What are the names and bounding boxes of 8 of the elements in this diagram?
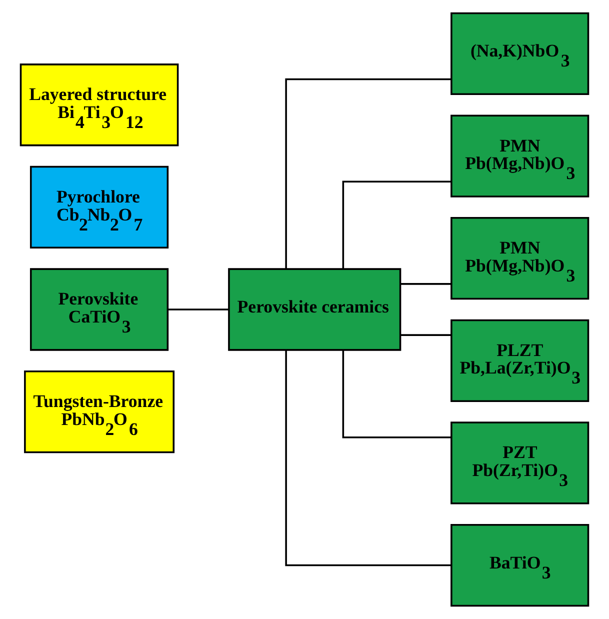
connector	[285, 78, 452, 269]
connector	[342, 350, 452, 438]
node-box: Perovskite ceramics	[228, 268, 402, 351]
connector	[400, 283, 452, 285]
connector	[168, 308, 229, 310]
connector	[400, 334, 452, 336]
connector	[285, 350, 452, 566]
connector	[342, 180, 452, 270]
